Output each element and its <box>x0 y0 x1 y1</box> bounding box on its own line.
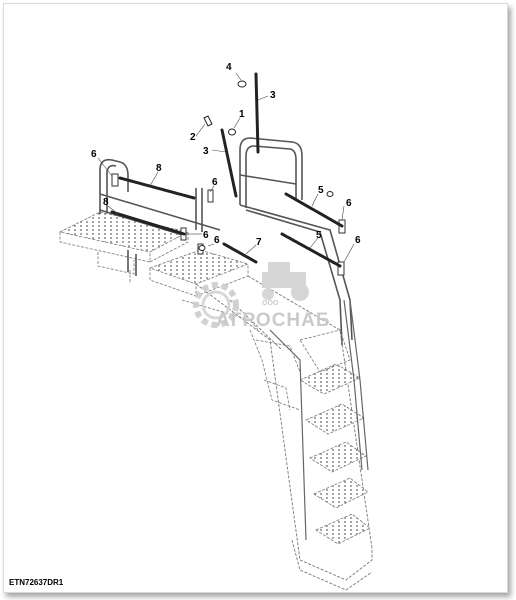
tractor-icon <box>262 262 309 301</box>
stair-stringers <box>195 275 373 591</box>
watermark: ООО АГРОСНАБ <box>193 262 331 331</box>
rod-5-upper <box>284 192 344 228</box>
callout-6-right-lower: 6 <box>355 235 361 246</box>
callout-3-top: 3 <box>270 90 276 101</box>
nut-7 <box>198 245 206 251</box>
callout-8-lower: 8 <box>103 197 109 208</box>
left-platform <box>58 211 259 331</box>
gear-icon <box>193 282 239 328</box>
stair-steps <box>299 363 371 545</box>
callout-6-right-upper: 6 <box>346 198 352 209</box>
stair-handrail <box>269 299 369 541</box>
rod-3-vertical <box>254 72 260 154</box>
bolt-2 <box>203 115 213 127</box>
callout-1: 1 <box>239 109 245 120</box>
callout-2: 2 <box>190 132 196 143</box>
bracket-6-mid-upper <box>207 189 214 203</box>
rod-8-lower <box>110 210 186 236</box>
callout-4: 4 <box>226 62 232 73</box>
callout-6-mid-upper: 6 <box>212 177 218 188</box>
lower-structure <box>249 329 351 411</box>
callout-labels: 4 3 1 2 3 6 8 6 8 6 6 7 5 6 5 6 <box>91 62 361 248</box>
callout-6-lower: 6 <box>214 235 220 246</box>
rod-parts <box>110 72 344 268</box>
callout-8-upper: 8 <box>156 163 162 174</box>
callout-6-left: 6 <box>91 149 97 160</box>
watermark-prefix: ООО <box>262 300 279 307</box>
drawing-code: ETN72637DR1 <box>9 578 64 587</box>
rod-5-lower <box>280 232 342 268</box>
leader-lines <box>97 72 355 263</box>
rod-7 <box>222 242 258 264</box>
fasteners <box>198 80 334 251</box>
rod-3-diagonal <box>220 128 238 198</box>
callout-3-mid: 3 <box>203 146 209 157</box>
nut-4 <box>237 80 247 88</box>
rod-8-upper <box>118 176 196 200</box>
bracket-6-right-lower <box>337 261 345 276</box>
bracket-6-left-upper <box>111 173 119 187</box>
callout-5-lower: 5 <box>316 230 322 241</box>
callout-7: 7 <box>256 237 262 248</box>
callout-5-upper: 5 <box>318 185 324 196</box>
callout-6-mid-lower: 6 <box>203 230 209 241</box>
washer-1 <box>228 128 236 136</box>
watermark-company: АГРОСНАБ <box>216 310 331 331</box>
nut-right-upper <box>326 191 334 197</box>
